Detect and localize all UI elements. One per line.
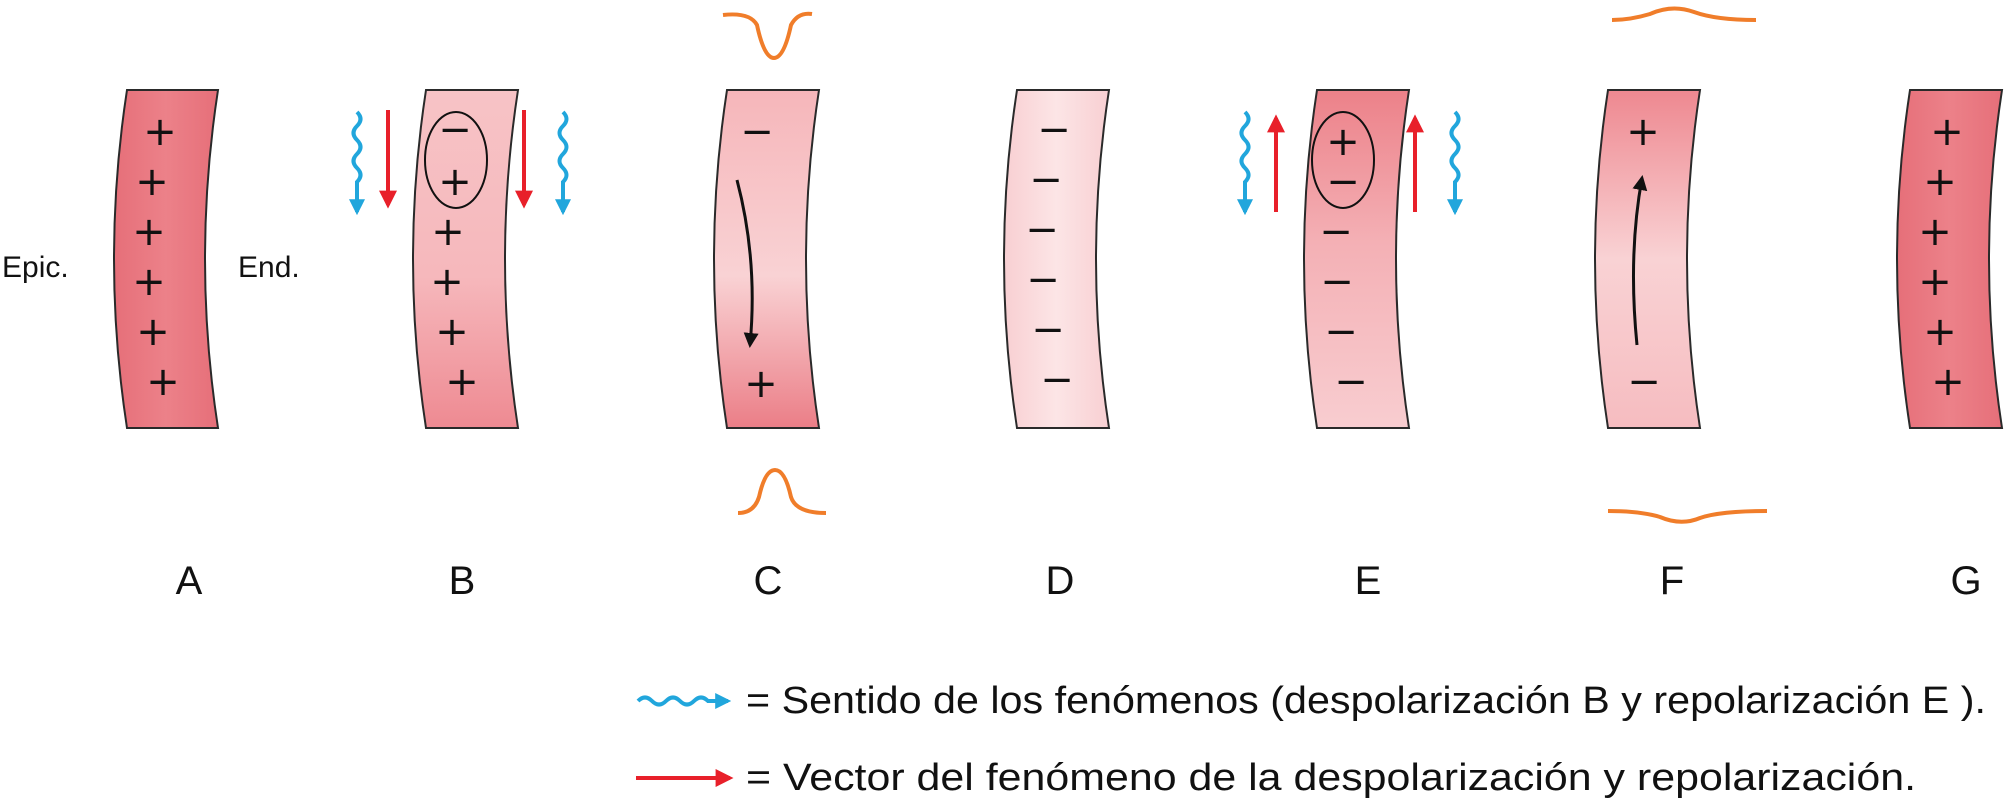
charge-sign: + — [136, 309, 170, 355]
charge-signs-e: + − − − − − — [1319, 119, 1368, 405]
charge-sign: + — [431, 209, 465, 255]
charge-sign: − — [1627, 359, 1661, 405]
charge-signs-b: − + + + + + — [430, 107, 479, 405]
panel-letter-d: D — [1046, 559, 1075, 603]
charge-sign: + — [435, 309, 469, 355]
wavy-blue-arrow-icon — [1447, 110, 1463, 216]
heart-wall-strip-a — [113, 89, 220, 429]
panel-letter-e: E — [1355, 559, 1382, 603]
panel-letter-b: B — [449, 559, 476, 603]
legend-wave-text: = Sentido de los fenómenos (despolarizac… — [746, 680, 1986, 722]
charge-signs-a: + + + + + + — [132, 109, 180, 405]
charge-sign: + — [132, 259, 166, 305]
heart-wall-strip-c — [713, 89, 821, 429]
panel-b: − + + + + + B — [349, 89, 571, 603]
panel-letter-c: C — [754, 559, 783, 603]
depolarization-front-ellipse — [424, 111, 488, 209]
charge-sign: + — [132, 209, 166, 255]
panel-letter-a: A — [176, 559, 203, 603]
charge-sign: + — [1930, 109, 1964, 155]
repolarization-front-ellipse — [1311, 111, 1375, 209]
panel-letter-f: F — [1660, 559, 1684, 603]
charge-sign: + — [1326, 119, 1360, 165]
charge-sign: − — [1029, 157, 1063, 203]
wavy-blue-arrow-icon — [349, 110, 365, 216]
panel-a: + + + + + + A — [113, 89, 220, 603]
panel-g: + + + + + + G — [1896, 89, 2004, 603]
legend-vector-text: = Vector del fenómeno de la despolarizac… — [746, 757, 1916, 799]
charge-sign: + — [135, 159, 169, 205]
charge-sign: − — [1040, 357, 1074, 403]
heart-wall-strip-b — [412, 89, 520, 429]
panel-letter-g: G — [1950, 559, 1981, 603]
charge-sign: − — [438, 107, 472, 153]
ecg-trace-negative — [1611, 6, 1757, 22]
panel-c: − + C — [713, 11, 827, 603]
ecg-trace-negative — [722, 11, 813, 61]
panel-f: + − F — [1594, 6, 1768, 603]
epicardium-label: Epic. — [2, 251, 69, 284]
charge-sign: − — [1326, 159, 1360, 205]
charge-sign: + — [1918, 259, 1952, 305]
panel-d: − − − − − − D — [1003, 89, 1111, 603]
charge-sign: + — [146, 359, 180, 405]
heart-wall-strip-f — [1594, 89, 1702, 429]
charge-sign: − — [1320, 259, 1354, 305]
charge-sign: + — [1923, 159, 1957, 205]
charge-sign: + — [744, 361, 778, 407]
charge-signs-d: − − − − − − — [1025, 107, 1074, 403]
panel-e: + − − − − − E — [1237, 89, 1463, 603]
ecg-trace-positive — [737, 467, 827, 515]
charge-sign: + — [445, 359, 479, 405]
charge-sign: − — [1031, 307, 1065, 353]
charge-sign: − — [740, 109, 774, 155]
heart-wall-strip-e — [1303, 89, 1411, 429]
charge-sign: + — [1931, 359, 1965, 405]
legend: = Sentido de los fenómenos (despolarizac… — [636, 680, 1986, 799]
wavy-blue-arrow-icon — [1237, 110, 1253, 216]
charge-sign: − — [1037, 107, 1071, 153]
charge-sign: + — [1918, 209, 1952, 255]
charge-sign: − — [1324, 309, 1358, 355]
charge-sign: + — [143, 109, 177, 155]
heart-wall-strip-d — [1003, 89, 1111, 429]
charge-sign: + — [438, 159, 472, 205]
wavy-blue-arrow-icon — [555, 110, 571, 216]
vector-direction-arrow — [1631, 175, 1648, 346]
charge-sign: + — [1923, 309, 1957, 355]
charge-sign: − — [1319, 209, 1353, 255]
charge-sign: − — [1026, 257, 1060, 303]
heart-wall-strip-g — [1896, 89, 2004, 429]
charge-signs-g: + + + + + + — [1918, 109, 1965, 405]
vector-direction-arrow — [735, 179, 759, 348]
endocardium-label: End. — [238, 251, 300, 284]
charge-sign: + — [1626, 109, 1660, 155]
charge-sign: − — [1334, 359, 1368, 405]
wavy-blue-arrow-icon — [636, 693, 732, 709]
ecg-trace-positive — [1607, 509, 1768, 524]
charge-sign: + — [430, 259, 464, 305]
charge-sign: − — [1025, 207, 1059, 253]
